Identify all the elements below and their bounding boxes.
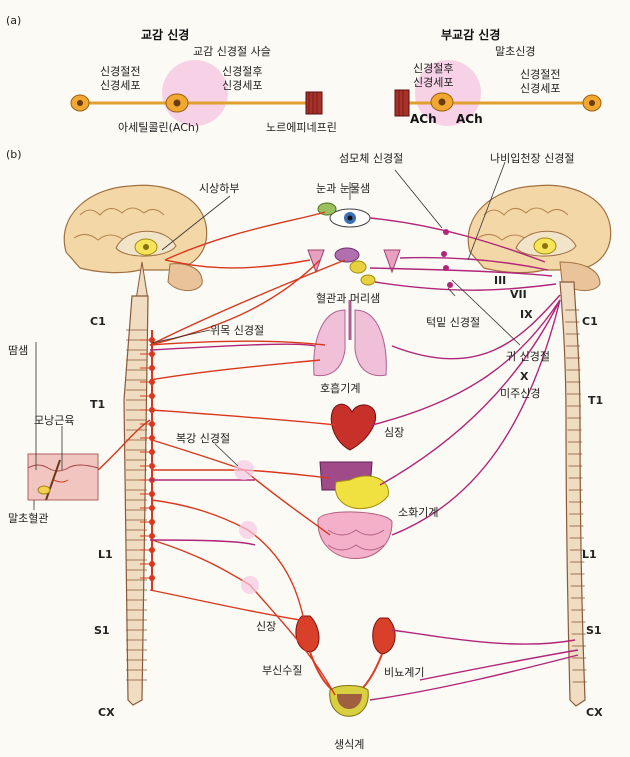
left-t1-label: T1 xyxy=(90,398,105,411)
cranial-nerve-vii-label: VII xyxy=(510,288,527,301)
ciliary-ganglion-label: 섬모체 신경절 xyxy=(339,152,403,165)
leader-lines xyxy=(33,161,521,510)
respiratory-label: 호흡기계 xyxy=(320,381,360,395)
kidney-left xyxy=(295,615,320,653)
left-l1-label: L1 xyxy=(98,548,113,561)
hypothalamus-label: 시상하부 xyxy=(199,181,239,195)
sym-post-label-2: 신경세포 xyxy=(222,79,262,92)
right-s1-label: S1 xyxy=(586,624,602,637)
para-pre-label-2: 신경세포 xyxy=(520,82,560,95)
lacrimal-gland xyxy=(317,202,337,216)
kidney-label: 신장 xyxy=(256,620,276,633)
intestines-organ xyxy=(317,511,393,559)
vessels-glands-label: 혈관과 머리샘 xyxy=(316,291,380,305)
parasympathetic-title: 부교감 신경 xyxy=(441,27,500,42)
urinary-label: 비뇨계기 xyxy=(384,666,424,679)
sympathetic-title: 교감 신경 xyxy=(141,27,189,42)
heart-organ xyxy=(330,403,376,451)
sympathetic-nerves xyxy=(97,211,346,696)
cranial-ganglia xyxy=(441,229,453,288)
right-spinal-cord xyxy=(559,281,587,707)
right-t1-label: T1 xyxy=(588,394,603,407)
kidney-right xyxy=(372,617,396,655)
sym-chain-label: 교감 신경절 사슬 xyxy=(193,45,271,58)
para-pre-label-1: 신경절전 xyxy=(520,68,560,81)
heart-label: 심장 xyxy=(384,426,404,439)
para-ach-label-1: ACh xyxy=(410,112,437,126)
cranial-nerve-iii-label: III xyxy=(494,274,506,287)
stomach-organ xyxy=(335,475,389,510)
prevertebral-ganglia xyxy=(234,460,259,594)
celiac-ganglion-label: 복강 신경절 xyxy=(176,432,230,445)
sym-post-label-1: 신경절후 xyxy=(222,65,262,78)
para-ach-label-2: ACh xyxy=(456,112,483,126)
para-post-label-2: 신경세포 xyxy=(413,76,453,89)
right-c1-label: C1 xyxy=(582,315,598,328)
parasympathetic-ganglion-glow xyxy=(415,60,481,126)
sympathetic-ganglion-glow xyxy=(162,60,228,126)
para-effector-tissue xyxy=(394,89,410,117)
reproductive-label: 생식계 xyxy=(334,738,364,751)
right-l1-label: L1 xyxy=(582,548,597,561)
left-c1-label: C1 xyxy=(90,315,106,328)
effector-tissue xyxy=(305,91,323,115)
panel-b-label: (b) xyxy=(6,148,22,161)
right-brain xyxy=(467,184,612,291)
peripheral-vessel-label: 말초혈관 xyxy=(8,511,48,525)
panel-a-label: (a) xyxy=(6,14,21,27)
parasympathetic-neuron-chain: 부교감 신경 신경절후 신경세포 말초신경 신경절전 신경세포 ACh ACh xyxy=(394,27,602,126)
sym-ach-label: 아세틸콜린(ACh) xyxy=(118,121,199,134)
otic-ganglion-label: 귀 신경절 xyxy=(506,350,550,363)
left-brain xyxy=(63,184,208,301)
vagus-nerve-label: 미주신경 xyxy=(500,387,540,400)
parasympathetic-nerves xyxy=(149,217,579,701)
eye-label: 눈과 눈물샘 xyxy=(316,182,370,195)
para-post-label-1: 신경절후 xyxy=(413,62,453,75)
sweat-gland-label: 땀샘 xyxy=(8,344,28,357)
sym-pre-label-1: 신경절전 xyxy=(100,65,140,78)
skin-inset xyxy=(27,453,99,501)
hair-muscle-label: 모낭근육 xyxy=(34,414,74,427)
cranial-nerve-ix-label: IX xyxy=(520,308,533,321)
submandibular-ganglion-label: 턱밑 신경절 xyxy=(426,316,480,329)
digestive-label: 소화기계 xyxy=(398,506,438,519)
vagus-number-label: X xyxy=(520,370,529,383)
left-cx-label: CX xyxy=(98,706,115,719)
left-spinal-cord xyxy=(123,295,149,706)
sym-ne-label: 노르에피네프린 xyxy=(266,121,337,134)
adrenal-label: 부신수질 xyxy=(262,664,302,677)
pterygopalatine-ganglion-label: 나비입천장 신경절 xyxy=(490,151,574,165)
sympathetic-neuron-chain: 교감 신경 신경절전 신경세포 교감 신경절 사슬 신경절후 신경세포 아세틸콜… xyxy=(70,27,337,134)
left-s1-label: S1 xyxy=(94,624,110,637)
sym-pre-label-2: 신경세포 xyxy=(100,79,140,92)
right-cx-label: CX xyxy=(586,706,603,719)
superior-cervical-ganglion-label: 위목 신경절 xyxy=(210,324,264,337)
lungs-organ xyxy=(313,309,346,377)
para-terminal-label: 말초신경 xyxy=(495,45,535,58)
organs xyxy=(295,202,401,717)
